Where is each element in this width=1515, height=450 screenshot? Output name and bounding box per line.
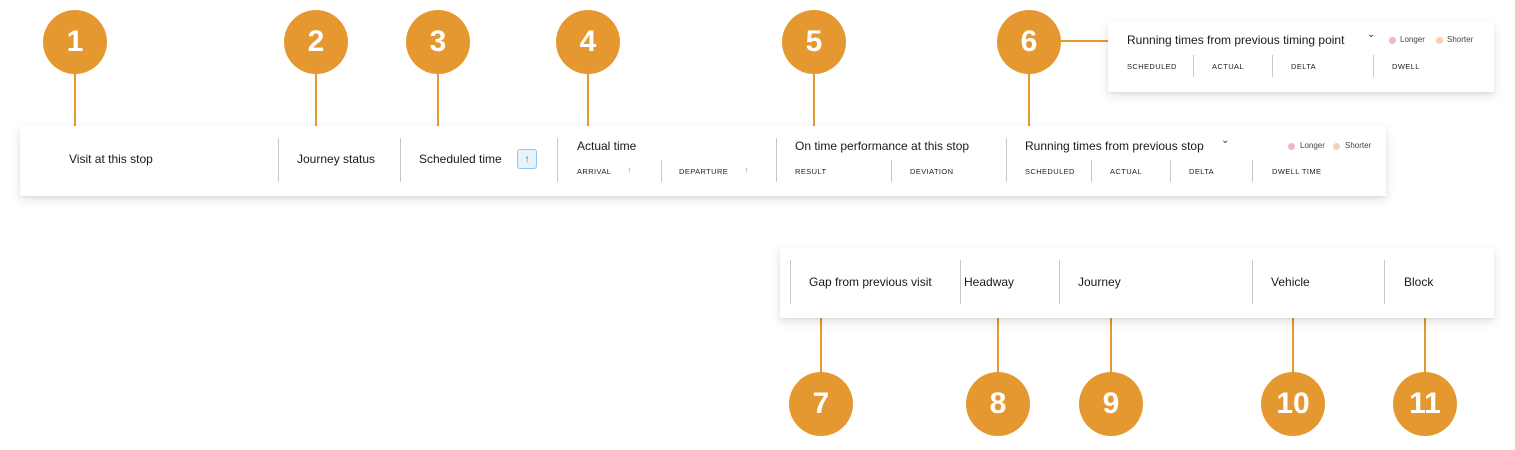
column-divider	[1091, 160, 1092, 182]
leader-line-3	[437, 70, 439, 130]
legend-longer: Longer	[1300, 141, 1325, 150]
column-divider	[1373, 55, 1374, 77]
callout-marker-5: 5	[782, 10, 846, 74]
column-journey[interactable]: Journey	[1078, 275, 1121, 289]
column-scheduled[interactable]: SCHEDULED	[1127, 62, 1177, 71]
chevron-down-icon[interactable]: ⌄	[1221, 135, 1230, 146]
column-scheduled[interactable]: SCHEDULED	[1025, 167, 1075, 176]
sort-ascending-icon[interactable]: ↑	[517, 149, 537, 169]
callout-marker-11: 11	[1393, 372, 1457, 436]
column-deviation[interactable]: DEVIATION	[910, 167, 954, 176]
callout-marker-9: 9	[1079, 372, 1143, 436]
column-divider	[1252, 260, 1253, 304]
column-actual[interactable]: ACTUAL	[1212, 62, 1244, 71]
column-scheduled-time[interactable]: Scheduled time	[419, 152, 502, 166]
longer-legend-dot	[1288, 143, 1295, 150]
leader-line-9	[1110, 316, 1112, 376]
shorter-legend-dot	[1333, 143, 1340, 150]
callout-marker-4: 4	[556, 10, 620, 74]
column-actual[interactable]: ACTUAL	[1110, 167, 1142, 176]
legend-longer: Longer	[1400, 35, 1425, 44]
callout-marker-1: 1	[43, 10, 107, 74]
leader-line-11	[1424, 316, 1426, 376]
column-divider	[1059, 260, 1060, 304]
legend-shorter: Shorter	[1447, 35, 1474, 44]
column-headway[interactable]: Headway	[964, 275, 1015, 289]
longer-legend-dot	[1389, 37, 1396, 44]
column-divider	[661, 160, 662, 182]
leader-line-6	[1028, 70, 1030, 130]
leader-line-8	[997, 316, 999, 376]
column-block[interactable]: Block	[1404, 275, 1434, 289]
column-divider	[1193, 55, 1194, 77]
callout-marker-8: 8	[966, 372, 1030, 436]
leader-line-7	[820, 316, 822, 376]
column-divider	[790, 260, 791, 304]
column-divider	[1170, 160, 1171, 182]
column-group-actual-time: Actual time	[577, 139, 637, 153]
column-result[interactable]: RESULT	[795, 167, 827, 176]
sort-arrow-icon[interactable]: ↑	[627, 165, 632, 175]
callout-marker-3: 3	[406, 10, 470, 74]
running-times-timing-point-title[interactable]: Running times from previous timing point	[1127, 33, 1345, 47]
column-delta[interactable]: DELTA	[1189, 167, 1215, 176]
column-divider	[891, 160, 892, 182]
column-dwell-time[interactable]: DWELL TIME	[1272, 167, 1322, 176]
column-departure[interactable]: DEPARTURE	[679, 167, 729, 176]
column-divider	[557, 138, 558, 182]
column-divider	[400, 138, 401, 182]
column-journey-status[interactable]: Journey status	[297, 152, 376, 166]
column-vehicle[interactable]: Vehicle	[1271, 275, 1310, 289]
column-divider	[278, 138, 279, 182]
column-divider	[1272, 55, 1273, 77]
callout-marker-10: 10	[1261, 372, 1325, 436]
column-divider	[776, 138, 777, 182]
column-divider	[1252, 160, 1253, 182]
secondary-table-header: Gap from previous visit Headway Journey …	[780, 248, 1494, 318]
shorter-legend-dot	[1436, 37, 1443, 44]
main-table-header: Visit at this stop Journey status Schedu…	[20, 126, 1386, 196]
leader-line-4	[587, 70, 589, 130]
chevron-down-icon[interactable]: ⌄	[1367, 29, 1376, 40]
callout-marker-6: 6	[997, 10, 1061, 74]
callout-marker-2: 2	[284, 10, 348, 74]
column-visit-at-this-stop[interactable]: Visit at this stop	[69, 152, 153, 166]
leader-line-2	[315, 70, 317, 130]
column-gap-from-previous-visit[interactable]: Gap from previous visit	[809, 275, 932, 289]
callout-marker-7: 7	[789, 372, 853, 436]
leader-line-1	[74, 70, 76, 130]
column-arrival[interactable]: ARRIVAL	[577, 167, 612, 176]
leader-line-6-horizontal	[1060, 40, 1116, 42]
running-times-timing-point-panel: Running times from previous timing point…	[1108, 22, 1494, 92]
leader-line-5	[813, 70, 815, 130]
column-dwell[interactable]: DWELL	[1392, 62, 1420, 71]
leader-line-10	[1292, 316, 1294, 376]
legend-shorter: Shorter	[1345, 141, 1372, 150]
column-divider	[1006, 138, 1007, 182]
sort-arrow-icon[interactable]: ↑	[744, 165, 749, 175]
column-group-on-time-performance: On time performance at this stop	[795, 139, 970, 153]
column-delta[interactable]: DELTA	[1291, 62, 1317, 71]
column-divider	[1384, 260, 1385, 304]
column-group-running-times[interactable]: Running times from previous stop	[1025, 139, 1204, 153]
column-divider	[960, 260, 961, 304]
